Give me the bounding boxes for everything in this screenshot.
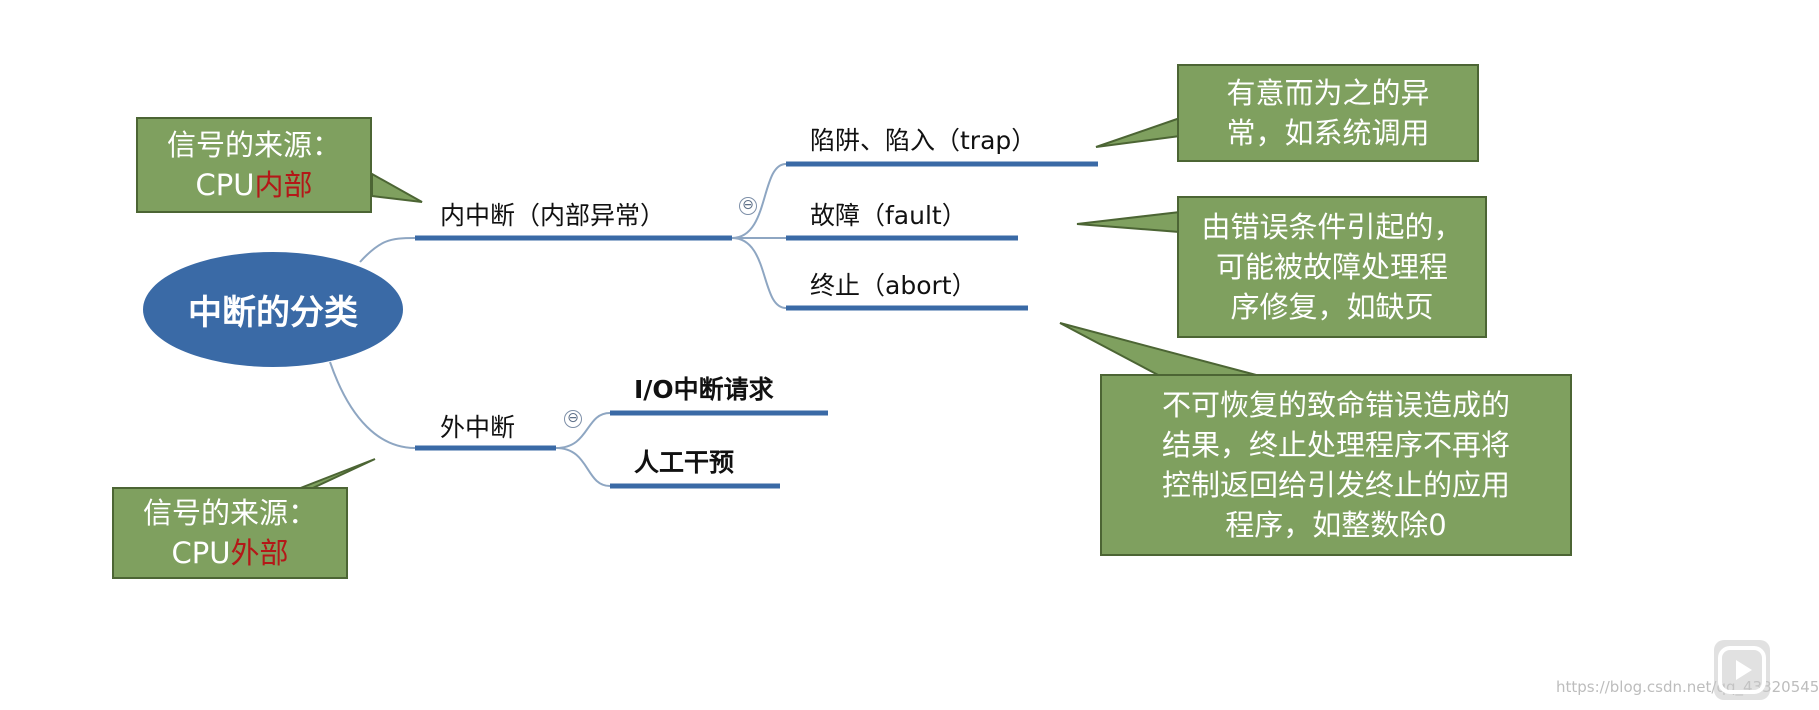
callout-internal-source-line2: CPU内部 <box>138 165 370 205</box>
connector-internal-abort <box>731 237 787 309</box>
play-icon[interactable] <box>1714 640 1770 700</box>
node-trap-label: 陷阱、陷入（trap） <box>810 126 1037 155</box>
callout-trap-note: 有意而为之的异 常，如系统调用 <box>1177 64 1479 162</box>
node-external-label: 外中断 <box>440 413 516 442</box>
root-label: 中断的分类 <box>188 293 358 333</box>
watermark-url: https://blog.csdn.net/qq_43320545 <box>1556 678 1819 696</box>
callout-abort-line1: 不可恢复的致命错误造成的 <box>1161 388 1510 422</box>
callout-external-source: 信号的来源： CPU外部 <box>112 487 348 579</box>
node-abort-label: 终止（abort） <box>810 271 977 300</box>
callout-abort-note: 不可恢复的致命错误造成的 结果，终止处理程序不再将 控制返回给引发终止的应用 程… <box>1100 374 1572 556</box>
callout-tail-internal-source <box>371 172 423 203</box>
collapse-external-glyph: ⊖ <box>567 410 579 426</box>
root-node[interactable]: 中断的分类 <box>143 252 403 367</box>
callout-abort-line4: 程序，如整数除0 <box>1225 508 1447 542</box>
play-icon-glyph <box>1718 646 1766 694</box>
callout-external-source-prefix: CPU <box>171 536 231 570</box>
collapse-external-icon[interactable]: ⊖ <box>564 410 582 428</box>
connector-root-internal <box>359 237 416 263</box>
callout-tail-trap <box>1095 116 1181 148</box>
callout-internal-source-highlight: 内部 <box>254 168 313 202</box>
callout-internal-source-line1: 信号的来源： <box>166 128 341 162</box>
callout-tail-fault <box>1076 210 1181 234</box>
connector-external-io <box>555 412 611 449</box>
node-abort[interactable]: 终止（abort） <box>810 266 977 302</box>
collapse-internal-icon[interactable]: ⊖ <box>739 197 757 215</box>
node-fault-label: 故障（fault） <box>810 201 967 230</box>
callout-external-source-line1: 信号的来源： <box>142 496 317 530</box>
node-fault[interactable]: 故障（fault） <box>810 196 967 232</box>
callout-abort-line2: 结果，终止处理程序不再将 <box>1161 428 1510 462</box>
collapse-internal-glyph: ⊖ <box>742 197 754 213</box>
node-manual-label: 人工干预 <box>634 448 735 477</box>
node-manual-intervention[interactable]: 人工干预 <box>634 443 734 479</box>
node-external-interrupt[interactable]: 外中断 <box>440 408 515 444</box>
callout-abort-line3: 控制返回给引发终止的应用 <box>1161 468 1510 502</box>
node-trap[interactable]: 陷阱、陷入（trap） <box>810 121 1036 157</box>
connector-internal-trap <box>731 163 787 239</box>
callout-internal-source: 信号的来源： CPU内部 <box>136 117 372 213</box>
node-io-label: I/O中断请求 <box>634 375 774 404</box>
connector-root-external <box>329 361 416 449</box>
node-internal-interrupt[interactable]: 内中断（内部异常） <box>440 196 665 232</box>
callout-external-source-highlight: 外部 <box>230 536 289 570</box>
node-io-request[interactable]: I/O中断请求 <box>634 370 774 406</box>
connector-external-manual <box>555 447 611 487</box>
callout-trap-line2: 常，如系统调用 <box>1226 116 1430 150</box>
callout-fault-line1: 由错误条件引起的， <box>1201 210 1463 244</box>
callout-trap-line1: 有意而为之的异 <box>1226 76 1430 110</box>
callout-fault-line3: 序修复，如缺页 <box>1230 290 1434 324</box>
callout-external-source-line2: CPU外部 <box>114 533 346 573</box>
callout-internal-source-prefix: CPU <box>195 168 255 202</box>
callout-fault-note: 由错误条件引起的， 可能被故障处理程 序修复，如缺页 <box>1177 196 1487 338</box>
callout-fault-line2: 可能被故障处理程 <box>1215 250 1448 284</box>
node-internal-label: 内中断（内部异常） <box>440 201 666 230</box>
